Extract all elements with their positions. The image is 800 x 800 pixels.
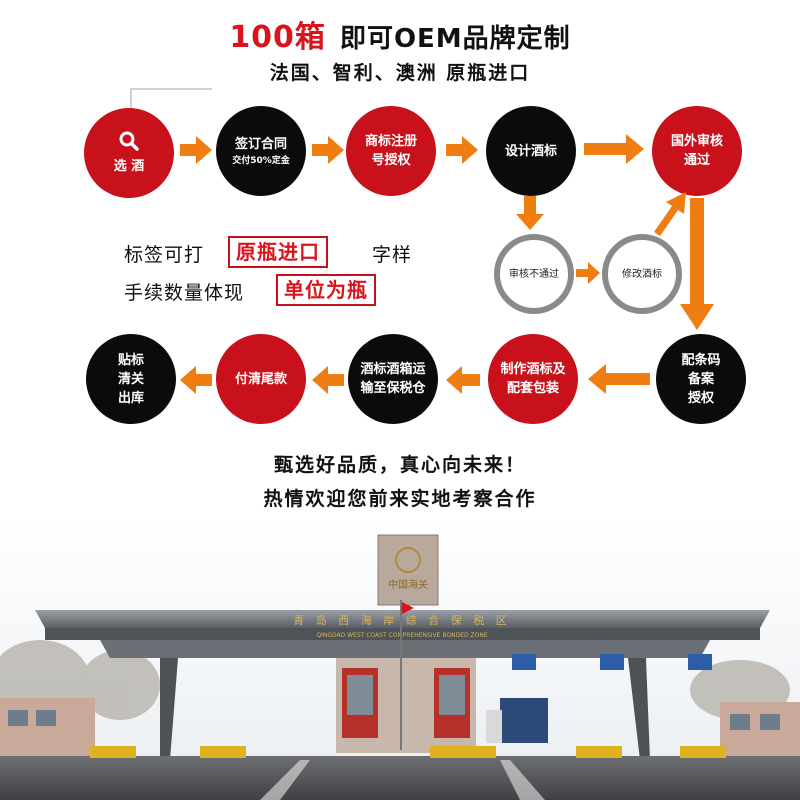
search-icon bbox=[119, 131, 139, 151]
step-design-label-text: 设计酒标 bbox=[504, 143, 557, 159]
slogan-line1: 甄选好品质，真心向未来！ bbox=[273, 454, 526, 476]
note-label-suffix: 字样 bbox=[372, 244, 413, 266]
arrow-icon-5 bbox=[576, 262, 600, 284]
step-review-failed-label: 审核不通过 bbox=[509, 268, 559, 280]
step-make-label: 制作酒标及 配套包装 bbox=[488, 334, 578, 424]
note-label-prefix: 标签可打 bbox=[124, 244, 205, 266]
step-final-payment: 付清尾款 bbox=[216, 334, 306, 424]
subline: 法国、智利、澳洲 原瓶进口 bbox=[269, 62, 531, 84]
arrow-icon-down-long bbox=[680, 198, 714, 330]
step-foreign-review-line2: 通过 bbox=[683, 153, 710, 168]
step-trademark-line1: 商标注册 bbox=[364, 134, 417, 149]
note-unit-boxed: 单位为瓶 bbox=[276, 274, 376, 306]
arrow-icon-left-1 bbox=[588, 364, 650, 394]
canopy-subtext: QINGDAO WEST COAST COMPREHENSIVE BONDED … bbox=[316, 632, 487, 639]
step-foreign-review-line1: 国外审核 bbox=[670, 134, 723, 149]
step-sign-contract-label: 签订合同 bbox=[234, 136, 287, 152]
deco-line-horizontal bbox=[130, 88, 212, 90]
step-review-failed: 审核不通过 bbox=[494, 234, 574, 314]
step-barcode: 配条码 备案 授权 bbox=[656, 334, 746, 424]
step-design-label: 设计酒标 bbox=[486, 106, 576, 196]
headline: 100箱即可OEM品牌定制 bbox=[0, 12, 800, 56]
arrow-icon-2 bbox=[312, 136, 344, 164]
step-barcode-line1: 配条码 bbox=[681, 352, 721, 368]
step-customs-line1: 贴标 bbox=[117, 352, 144, 368]
step-customs: 贴标 清关 出库 bbox=[86, 334, 176, 424]
headline-text: 即可OEM品牌定制 bbox=[339, 24, 571, 54]
step-customs-line2: 清关 bbox=[117, 371, 144, 387]
step-make-label-line1: 制作酒标及 bbox=[500, 362, 566, 377]
headline-count: 100箱 bbox=[229, 20, 326, 55]
step-final-payment-label: 付清尾款 bbox=[234, 371, 287, 387]
step-sign-contract: 签订合同 交付50%定金 bbox=[216, 106, 306, 196]
arrow-icon-left-3 bbox=[312, 366, 344, 394]
arrow-icon-3 bbox=[446, 136, 478, 164]
step-ship: 酒标酒箱运 输至保税仓 bbox=[348, 334, 438, 424]
arrow-icon-1 bbox=[180, 136, 212, 164]
step-modify-label-text: 修改酒标 bbox=[622, 268, 662, 280]
step-trademark: 商标注册 号授权 bbox=[346, 106, 436, 196]
arrow-icon-4 bbox=[584, 134, 644, 164]
step-deposit-label: 交付50%定金 bbox=[232, 155, 290, 166]
step-foreign-review: 国外审核 通过 bbox=[652, 106, 742, 196]
arrow-icon-left-2 bbox=[446, 366, 480, 394]
step-barcode-line2: 备案 bbox=[687, 371, 714, 387]
step-ship-line1: 酒标酒箱运 bbox=[360, 362, 426, 377]
step-customs-line3: 出库 bbox=[117, 390, 144, 406]
step-select-wine: 选 酒 bbox=[84, 108, 174, 198]
bonded-zone-gate-photo: 中国海关 青 岛 西 海 岸 综 合 保 税 区 QINGDAO WEST CO… bbox=[0, 520, 800, 800]
tower-text: 中国海关 bbox=[388, 578, 428, 591]
step-modify-label: 修改酒标 bbox=[602, 234, 682, 314]
note-unit-prefix: 手续数量体现 bbox=[124, 282, 245, 304]
slogan-line2: 热情欢迎您前来实地考察合作 bbox=[263, 488, 537, 510]
step-ship-line2: 输至保税仓 bbox=[360, 381, 426, 396]
step-make-label-line2: 配套包装 bbox=[506, 381, 559, 396]
gate-illustration: 中国海关 青 岛 西 海 岸 综 合 保 税 区 QINGDAO WEST CO… bbox=[0, 520, 800, 800]
step-trademark-line2: 号授权 bbox=[371, 153, 411, 168]
step-barcode-line3: 授权 bbox=[687, 390, 714, 406]
arrow-icon-left-4 bbox=[180, 366, 212, 394]
step-select-wine-label: 选 酒 bbox=[113, 158, 145, 174]
arrow-icon-diagonal bbox=[654, 192, 686, 236]
arrow-icon-down-1 bbox=[516, 196, 544, 230]
note-label-boxed: 原瓶进口 bbox=[228, 236, 328, 268]
deco-line-vertical bbox=[130, 88, 132, 108]
